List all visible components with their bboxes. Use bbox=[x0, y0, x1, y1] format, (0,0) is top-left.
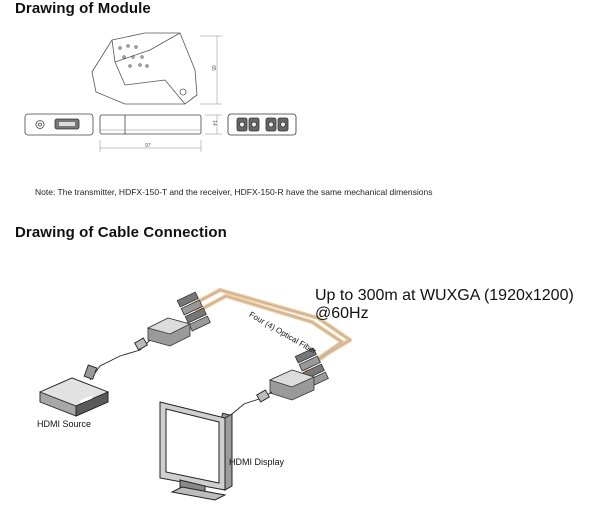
hdmi-source-device bbox=[38, 377, 110, 417]
hdmi-display-device bbox=[159, 401, 233, 501]
module-drawing-title: Drawing of Module bbox=[15, 0, 151, 17]
mechanical-note: Note: The transmitter, HDFX-150-T and th… bbox=[35, 187, 433, 197]
cable-drawing-title: Drawing of Cable Connection bbox=[15, 224, 227, 241]
hdmi-cable-source bbox=[83, 337, 151, 381]
module-top-view bbox=[91, 32, 222, 105]
hdmi-display-label: HDMI Display bbox=[229, 457, 285, 467]
module-rear-view bbox=[227, 113, 297, 136]
receiver-module bbox=[268, 369, 316, 401]
module-front-view bbox=[24, 113, 94, 136]
transmitter-module bbox=[146, 317, 192, 347]
throughput-headline: Up to 300m at WUXGA (1920x1200) @60Hz bbox=[315, 287, 574, 322]
module-side-view bbox=[99, 114, 222, 152]
transmitter-fiber-connectors bbox=[176, 291, 211, 332]
dimension-width: 97 bbox=[145, 143, 151, 149]
hdmi-source-label: HDMI Source bbox=[37, 419, 92, 429]
